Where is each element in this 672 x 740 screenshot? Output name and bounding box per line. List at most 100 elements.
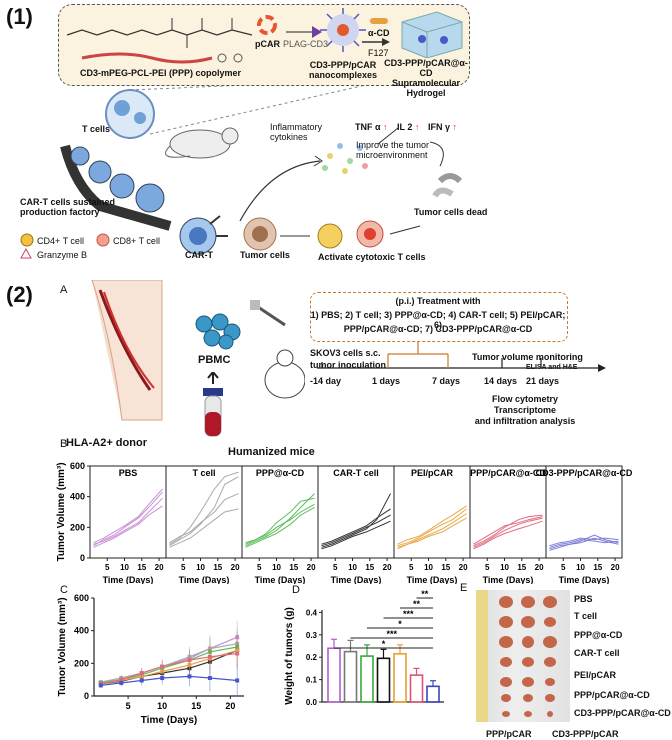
chart-d-sig-label: *** (386, 629, 397, 639)
chart-b-ytick-label: 400 (70, 492, 85, 502)
arrow-icon (286, 26, 322, 38)
chart-b-series-line (549, 539, 619, 548)
timeline-label-1: 1 days (372, 376, 401, 386)
mouse-syringe-icon (250, 300, 305, 399)
sub-d-label: D (292, 584, 300, 596)
chart-b-xtick-label: 15 (213, 563, 222, 572)
tumor-photo (476, 590, 570, 722)
timeline-label-0: -14 day (310, 376, 342, 386)
chart-d-bar (376, 657, 391, 703)
chart-b-ytick-label: 600 (70, 461, 85, 471)
nanocomplex-icon (320, 8, 366, 52)
sub-c-label: C (60, 584, 68, 596)
chart-c-ytick-label: 400 (74, 626, 89, 636)
chart-c-ytick-label: 0 (84, 691, 89, 701)
panel-1-label: (1) (6, 4, 33, 29)
chart-b-xtick-label: 20 (155, 563, 164, 572)
chart-b-panel-title: PEI/pCAR (411, 468, 454, 478)
tumor-dead-label: Tumor cells dead (414, 207, 488, 217)
chart-c-point (160, 676, 165, 681)
chart-b-ytick-label: 200 (70, 522, 85, 532)
chart-c-point (139, 671, 144, 676)
photo-label-5: PPP/pCAR@α-CD (574, 690, 650, 700)
pcar-label: pCAR (255, 39, 280, 49)
granzyme-triangle-icon (20, 248, 32, 259)
chart-c-xtick-label: 10 (157, 701, 167, 711)
chart-b-series-line (321, 493, 391, 548)
chart-b-xlabel: Time (Days) (483, 575, 534, 584)
t-cells-label: T cells (82, 124, 111, 134)
chart-b-xtick-label: 5 (561, 563, 566, 572)
chart-b-series-line (169, 493, 239, 544)
tumor-cells-label: Tumor cells (240, 250, 290, 260)
photo-label-2: PPP@α-CD (574, 630, 623, 640)
chart-b-xtick-label: 15 (365, 563, 374, 572)
chart-d-sig-label: ** (413, 599, 421, 609)
chart-d-sig-label: ** (421, 589, 429, 599)
chart-d-ylabel: Weight of tumors (g) (284, 607, 295, 705)
chart-b-panel-title: PPP@α-CD (256, 468, 305, 478)
chart-c-point (235, 651, 240, 656)
chart-b-xlabel: Time (Days) (559, 575, 610, 584)
chart-b-xtick-label: 10 (576, 563, 585, 572)
cd8-label: CD8+ T cell (113, 236, 160, 246)
arrow-icon (362, 38, 390, 46)
chart-c-point (207, 654, 212, 659)
tumor-photo-image (476, 590, 557, 722)
chart-b-xtick-label: 5 (333, 563, 338, 572)
chart-b-series-line (321, 520, 391, 550)
chart-d-bar (409, 674, 424, 703)
chart-d-ytick-label: 0.2 (306, 653, 318, 662)
ifn-label: IFN γ ↑ (428, 122, 458, 132)
chart-d-bar (360, 655, 374, 703)
chart-c-point (187, 674, 192, 679)
chart-b-xtick-label: 5 (485, 563, 490, 572)
chart-b-series-line (397, 505, 467, 545)
chart-b-xtick-label: 5 (105, 563, 110, 572)
chart-c-xlabel: Time (Days) (141, 715, 198, 726)
chart-b-xtick-label: 20 (383, 563, 392, 572)
chart-d-sig-label: * (382, 639, 386, 649)
chart-b-panel-title: PPP/pCAR@α-CD (470, 468, 546, 478)
donor-label: HLA-A2+ donor (66, 437, 147, 449)
chart-b-panel-title: CD3-PPP/pCAR@α-CD (536, 468, 633, 478)
chart-c-point (235, 678, 240, 683)
cd4-label: CD4+ T cell (37, 236, 84, 246)
chart-b-xtick-label: 10 (120, 563, 129, 572)
chart-b-xtick-label: 15 (137, 563, 146, 572)
skov-label-1: SKOV3 cells s.c. (310, 348, 381, 358)
chart-b-xlabel: Time (Days) (103, 575, 154, 584)
chart-c-point (160, 664, 165, 669)
chart-c-ylabel: Tumor Volume (mm³) (57, 597, 68, 696)
chart-d-bar (393, 653, 407, 703)
treatment-line-1: 1) PBS; 2) T cell; 3) PPP@α-CD; 4) CAR-T… (310, 310, 566, 330)
chart-b-series-line (93, 505, 163, 548)
chart-b-xtick-label: 20 (307, 563, 316, 572)
monitor-label: Tumor volume monitoring (472, 352, 583, 362)
chart-b-series-line (473, 516, 543, 545)
cd4-cell-icon (20, 233, 34, 247)
chart-c-xtick-label: 15 (191, 701, 201, 711)
plag-label: PLAG-CD3 (283, 39, 329, 49)
timeline-label-4: 21 days (526, 376, 560, 386)
il2-label: IL 2 ↑ (397, 122, 420, 132)
mechanism-scheme (60, 86, 463, 255)
chart-b-xtick-label: 10 (424, 563, 433, 572)
humanized-label: Humanized mice (228, 446, 315, 458)
chart-b-xtick-label: 15 (441, 563, 450, 572)
chart-b-xtick-label: 15 (289, 563, 298, 572)
chart-c-point (207, 676, 212, 681)
chart-b-series-line (549, 537, 619, 547)
chart-b-xtick-label: 10 (272, 563, 281, 572)
timeline-label-2: 7 days (432, 376, 461, 386)
chart-b-xtick-label: 10 (500, 563, 509, 572)
chart-c-point (119, 680, 124, 685)
photo-label-6: CD3-PPP/pCAR@α-CD (574, 708, 671, 718)
chart-b-panel-title: PBS (119, 468, 138, 478)
cart-label: CAR-T (185, 250, 213, 260)
chart-d-ytick-label: 0.1 (306, 676, 318, 685)
